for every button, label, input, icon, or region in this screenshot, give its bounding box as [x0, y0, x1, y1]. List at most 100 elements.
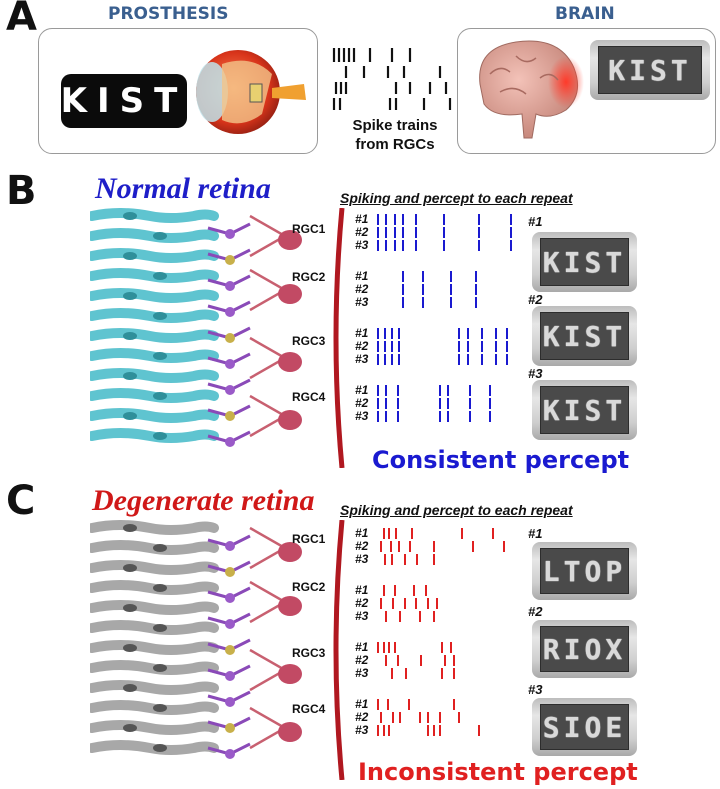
rgc-labels-b: RGC1 RGC2 RGC3 RGC4	[292, 214, 332, 454]
spike-mark	[402, 214, 405, 225]
consistent-percept-footer: Consistent percept	[372, 446, 630, 474]
percept-box-b1: KIST	[532, 232, 637, 292]
percept-label-b3: #3	[528, 366, 543, 381]
spike-mark	[382, 642, 385, 653]
percept-text-c2: RIOX	[542, 632, 627, 666]
spike-mark	[402, 297, 405, 308]
spike-mark	[461, 528, 463, 539]
rgc1-label: RGC1	[292, 532, 326, 546]
photoreceptor-cell	[90, 228, 219, 243]
photoreceptor-cell	[90, 740, 219, 755]
photoreceptor-cell	[90, 640, 219, 655]
repeat-label: #1	[355, 583, 369, 597]
normal-retina-title: Normal retina	[95, 172, 271, 205]
brain-screen: KIST	[590, 40, 710, 100]
spike-mark	[385, 214, 388, 225]
rgc-labels-c: RGC1 RGC2 RGC3 RGC4	[292, 526, 332, 766]
spike-mark	[510, 240, 512, 251]
photoreceptor-cell	[90, 560, 219, 575]
spike-mark	[403, 554, 406, 565]
repeat-label: #2	[355, 653, 369, 667]
bipolar-cell	[207, 586, 251, 603]
spike-mark	[433, 541, 435, 552]
spike-mark	[449, 642, 452, 653]
photoreceptor-cell	[90, 328, 219, 343]
spike-mark	[442, 240, 445, 251]
spike-mark	[384, 554, 386, 565]
spike-mark	[377, 398, 379, 409]
bipolar-cell	[207, 560, 251, 577]
repeat-label: #2	[355, 710, 369, 724]
spike-mark	[469, 385, 472, 396]
spike-mark	[477, 227, 480, 238]
spike-heading-b: Spiking and percept to each repeat	[340, 190, 573, 206]
spike-caption-line1: Spike trains	[352, 117, 438, 134]
degenerate-retina-title: Degenerate retina	[92, 484, 315, 517]
spike-mark	[377, 385, 379, 396]
spike-mark	[385, 655, 388, 666]
percept-box-c2: RIOX	[532, 620, 637, 678]
spike-mark	[379, 598, 382, 609]
bipolar-cell	[207, 300, 251, 317]
rgc4-label: RGC4	[292, 702, 326, 716]
spike-trains-graphic	[332, 48, 452, 110]
percept-text-c3: SIOE	[542, 710, 627, 744]
photoreceptor-cell	[90, 288, 219, 303]
spike-mark	[386, 699, 389, 710]
spike-mark	[396, 385, 399, 396]
axon-bundle	[333, 520, 345, 780]
rgc1-label: RGC1	[292, 222, 326, 236]
spike-mark	[441, 642, 444, 653]
spike-mark	[427, 725, 430, 736]
ganglion-cell	[249, 394, 302, 438]
spike-mark	[438, 398, 441, 409]
spike-mark	[510, 227, 512, 238]
spike-mark	[393, 585, 396, 596]
spike-mark	[398, 541, 400, 552]
spike-mark	[444, 655, 447, 666]
spike-mark	[377, 699, 379, 710]
photoreceptor-cell	[90, 680, 219, 695]
degenerate-retina-illustration	[90, 520, 345, 780]
spike-mark	[472, 541, 475, 552]
spike-mark	[458, 354, 461, 365]
repeat-label: #1	[355, 326, 369, 340]
bipolar-cell	[207, 378, 251, 395]
bipolar-cell	[207, 274, 251, 291]
spike-mark	[402, 240, 405, 251]
spike-mark	[503, 541, 505, 552]
spike-mark	[388, 642, 391, 653]
spike-mark	[469, 398, 472, 409]
bipolar-cell	[207, 326, 251, 343]
spike-mark	[377, 341, 379, 352]
spike-mark	[393, 227, 396, 238]
spike-mark	[388, 528, 391, 539]
spike-mark	[393, 240, 396, 251]
photoreceptor-cell	[90, 700, 219, 715]
panel-b-letter: B	[6, 168, 37, 214]
spike-mark	[405, 668, 407, 679]
spike-mark	[466, 328, 469, 339]
spike-mark	[391, 328, 393, 339]
bipolar-cell	[207, 222, 251, 239]
repeat-label: #2	[355, 339, 369, 353]
prosthesis-title: PROSTHESIS	[108, 4, 229, 24]
spike-mark	[396, 411, 399, 422]
percept-box-b2: KIST	[532, 306, 637, 366]
ganglion-cell	[249, 214, 302, 258]
photoreceptor-cell	[90, 368, 219, 383]
spike-mark	[392, 712, 395, 723]
bipolar-cell	[207, 638, 251, 655]
spike-mark	[377, 411, 379, 422]
repeat-label: #3	[355, 238, 369, 252]
spike-mark	[396, 655, 399, 666]
rgc3-label: RGC3	[292, 334, 326, 348]
spike-mark	[384, 328, 386, 339]
spike-mark	[377, 214, 379, 225]
spike-mark	[433, 725, 435, 736]
spike-mark	[442, 227, 445, 238]
spike-mark	[449, 297, 452, 308]
repeat-label: #2	[355, 225, 369, 239]
spike-mark	[414, 598, 417, 609]
spike-mark	[489, 385, 491, 396]
